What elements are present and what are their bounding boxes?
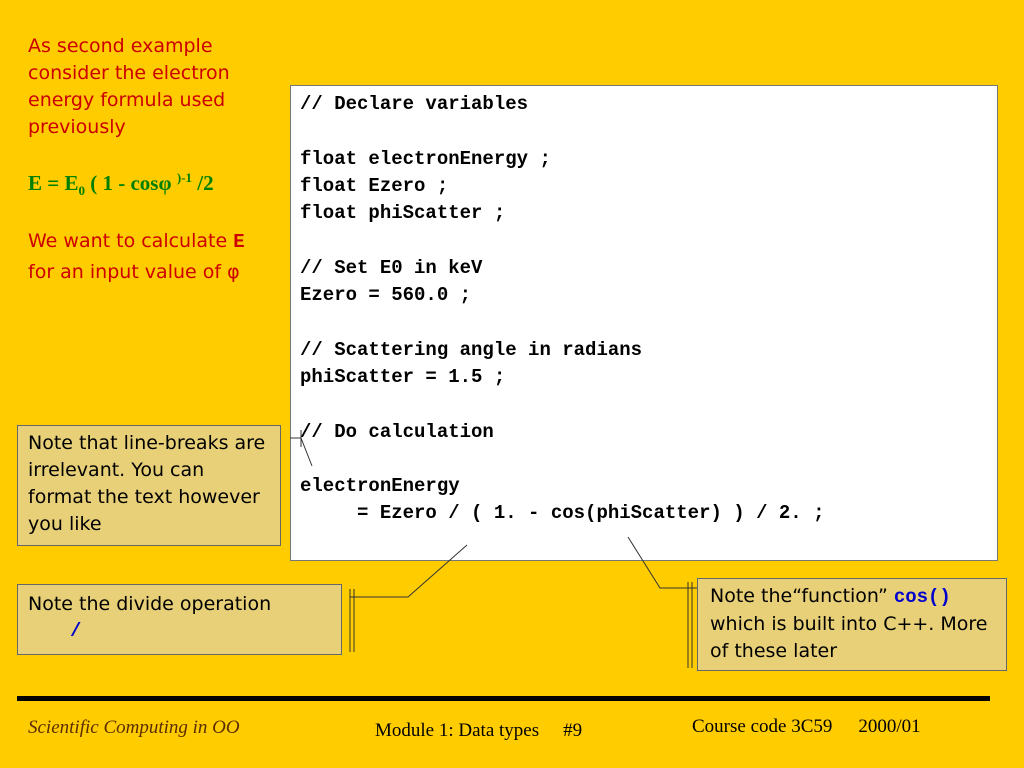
intro-text: As second example consider the electron … <box>28 35 230 138</box>
goal-suffix: for an input value of φ <box>28 261 240 283</box>
formula-middle: ( 1 - cosφ <box>84 171 177 195</box>
goal-variable: E <box>233 231 245 253</box>
formula-subscript: 0 <box>78 183 85 199</box>
callout-line-function <box>627 536 697 589</box>
footer-course-code: Course code 3C59 <box>692 716 833 737</box>
note-cos-function: Note the“function” cos() which is built i… <box>697 578 1007 671</box>
function-note-prefix: Note the“function” <box>710 585 894 607</box>
code-panel <box>290 85 998 561</box>
note-divide-operation: Note the divide operation / <box>17 584 342 655</box>
formula-lhs: E = E <box>28 171 79 195</box>
footer-slide-number: #9 <box>563 720 583 741</box>
function-name: cos() <box>893 586 951 608</box>
divide-note-label: Note the divide operation <box>28 593 272 615</box>
footer-module: Module 1: Data types #9 <box>375 720 582 742</box>
formula-superscript: )-1 <box>176 170 192 185</box>
note-line-breaks: Note that line-breaks are irrelevant. Yo… <box>17 425 281 546</box>
goal-prefix: We want to calculate <box>28 230 234 252</box>
divide-symbol: / <box>70 620 82 642</box>
callout-line-divide <box>350 544 468 598</box>
footer-course: Course code 3C59 2000/01 <box>692 716 921 738</box>
energy-formula: E = E0 ( 1 - cosφ )-1 /2 <box>28 170 214 199</box>
footer-title: Scientific Computing in OO <box>28 717 240 738</box>
code-listing: // Declare variables float electronEnerg… <box>300 93 825 525</box>
function-note-suffix: which is built into C++. More of these l… <box>710 613 988 662</box>
footer-module-name: Module 1: Data types <box>375 720 540 741</box>
footer-year: 2000/01 <box>858 716 921 737</box>
formula-end: /2 <box>192 171 214 195</box>
footer-divider <box>17 696 990 701</box>
